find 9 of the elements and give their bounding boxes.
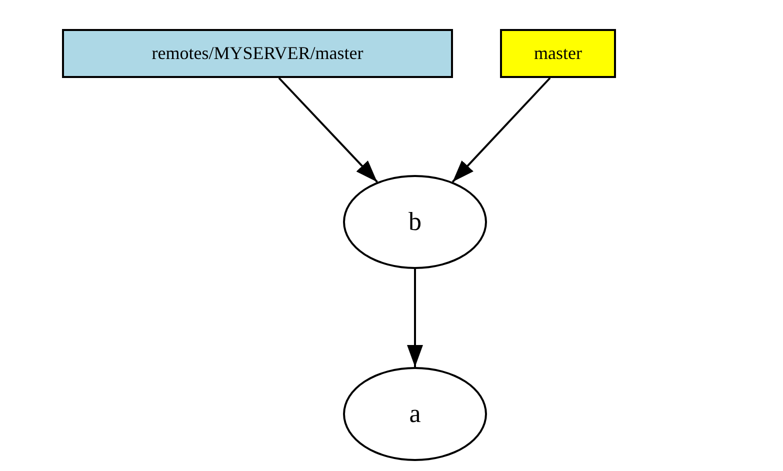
branch-box [500,29,616,78]
node-label: b [408,207,422,237]
node-label: master [534,43,582,64]
arrow [407,269,423,367]
node-label: a [409,399,421,429]
arrow [452,77,551,183]
arrow [278,77,378,183]
node-label: remotes/MYSERVER/master [152,43,364,64]
branch-box [62,29,453,78]
